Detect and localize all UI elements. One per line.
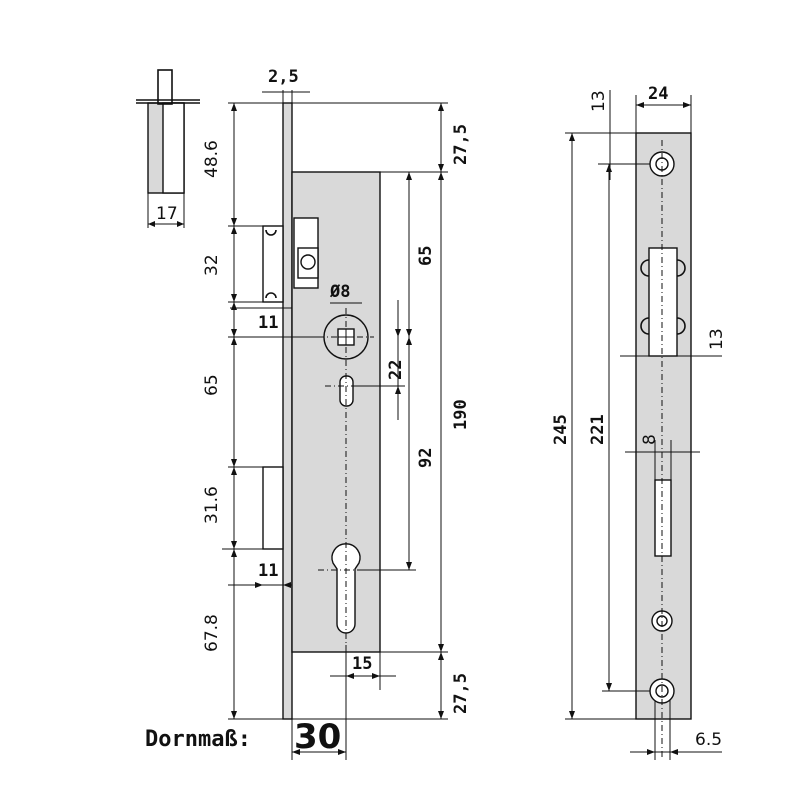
- latch-opening: [648, 247, 678, 357]
- dim-13-top: 13: [589, 90, 609, 112]
- dim-11-top: 11: [258, 313, 278, 333]
- dim-11-bottom: 11: [258, 561, 278, 581]
- dim-31-6: 31.6: [202, 486, 222, 524]
- dim-13-side: 13: [707, 328, 727, 350]
- dim-27-5-top: 27,5: [451, 124, 471, 165]
- dim-8-slot: 8: [640, 434, 660, 445]
- dim-6-5: 6.5: [695, 730, 722, 750]
- lock-front-view: 48.6 32 65 31.6 67.8 11 11 2,5 27,5: [202, 67, 471, 760]
- dim-24: 24: [648, 84, 668, 104]
- dim-245: 245: [551, 414, 571, 445]
- dim-22: 22: [386, 360, 406, 380]
- dim-48-6: 48.6: [202, 140, 222, 178]
- dim-dia-8: Ø8: [329, 282, 350, 302]
- dim-65-right: 65: [416, 246, 436, 266]
- dim-65-left: 65: [202, 374, 222, 396]
- dim-92: 92: [416, 448, 436, 468]
- backset-label: Dornmaß:: [145, 727, 251, 752]
- backset-value: 30: [294, 717, 341, 757]
- dim-190: 190: [451, 399, 471, 430]
- dim-32: 32: [202, 254, 222, 276]
- dim-17: 17: [156, 204, 178, 224]
- dead-bolt: [262, 466, 284, 550]
- faceplate-section-view: 17: [136, 69, 200, 228]
- bolt-opening: [654, 479, 672, 557]
- profile-cylinder-cutout: [331, 543, 361, 634]
- dim-15: 15: [352, 654, 372, 674]
- faceplate-front-view: 24 13 13 245 221 8 6.5: [551, 84, 727, 760]
- dim-221: 221: [588, 414, 608, 445]
- dim-2-5: 2,5: [268, 67, 299, 87]
- dim-27-5-bottom: 27,5: [451, 673, 471, 714]
- latch-bolt: [262, 225, 284, 303]
- dim-67-8: 67.8: [202, 614, 222, 652]
